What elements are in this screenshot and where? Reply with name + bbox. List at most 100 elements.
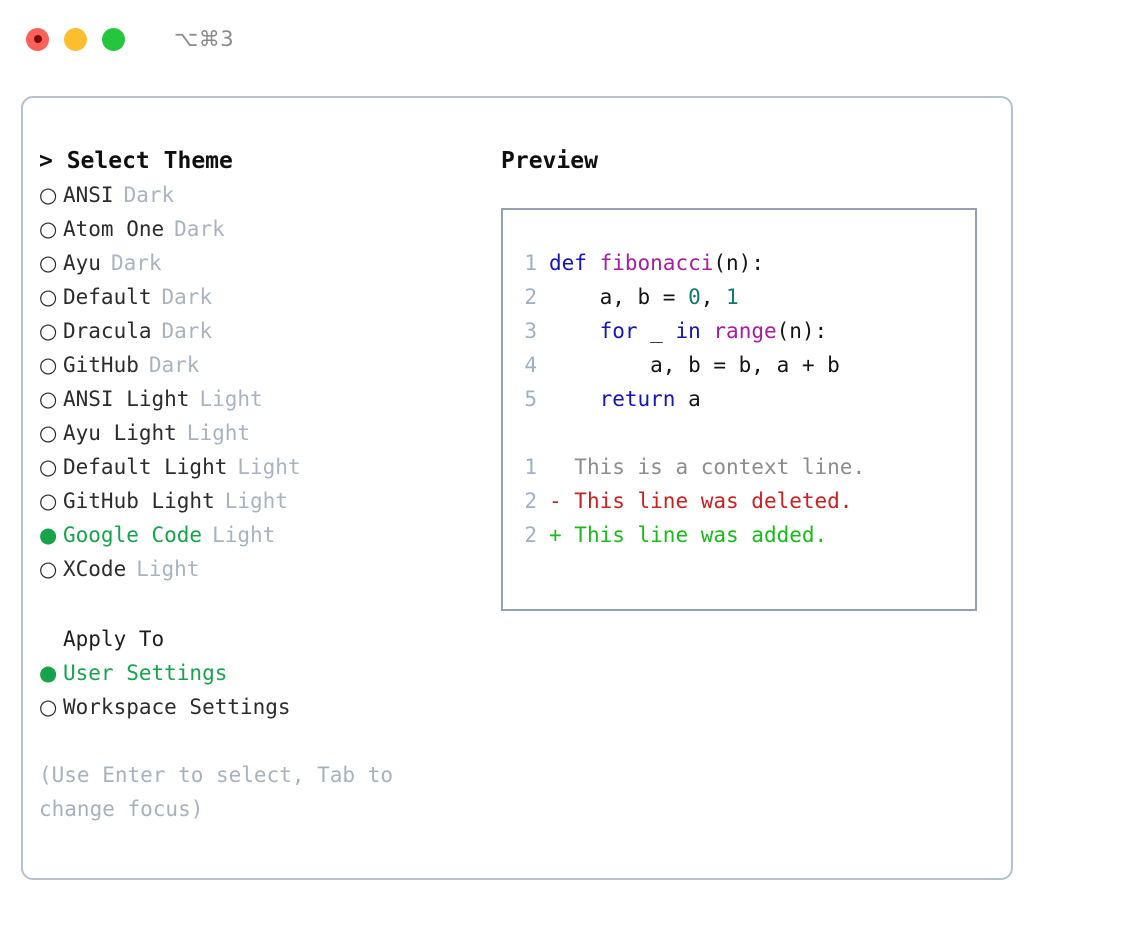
radio-unselected-icon[interactable]: ○ [39, 695, 58, 719]
theme-option-tag: Light [224, 489, 288, 513]
close-button[interactable] [26, 27, 49, 51]
keyboard-shortcut-label: ⌥⌘3 [174, 27, 235, 51]
theme-option-default-light[interactable]: ○Default Light Light [39, 450, 484, 484]
apply-to-option-label: User Settings [63, 661, 228, 685]
theme-option-tag: Dark [110, 251, 162, 275]
theme-option-tag: Light [237, 455, 301, 479]
code-token-num: 1 [726, 285, 739, 309]
theme-option-label: XCode [63, 557, 127, 581]
maximize-button[interactable] [102, 27, 125, 51]
theme-option-tag: Dark [123, 183, 175, 207]
diff-marker: + [549, 523, 575, 547]
preview-spacer [503, 416, 975, 450]
code-line: 5 return a [503, 382, 975, 416]
code-token-pl: _ [637, 319, 676, 343]
keyboard-hint-text: (Use Enter to select, Tab to change focu… [39, 763, 406, 821]
code-token-pl: a, b = [549, 285, 689, 309]
code-token-pl: a [675, 387, 701, 411]
code-token-fn: range [713, 319, 777, 343]
select-theme-heading: > Select Theme [39, 148, 233, 174]
theme-option-label: Default [63, 285, 152, 309]
radio-unselected-icon[interactable]: ○ [39, 489, 58, 513]
minimize-button[interactable] [64, 27, 87, 51]
title-bar: ⌥⌘3 [0, 0, 1140, 78]
code-line-text: def fibonacci(n): [549, 246, 764, 280]
code-token-pl [587, 251, 600, 275]
code-line-text: for _ in range(n): [549, 314, 828, 348]
line-number: 2 [524, 285, 537, 309]
diff-line-text: This line was added. [574, 523, 828, 547]
radio-unselected-icon[interactable]: ○ [39, 183, 58, 207]
diff-sample-block: 1 This is a context line.2- This line wa… [503, 450, 975, 552]
code-token-pl [549, 319, 600, 343]
radio-unselected-icon[interactable]: ○ [39, 421, 58, 445]
apply-to-option-list: ●User Settings○Workspace Settings [39, 656, 484, 724]
preview-heading: Preview [501, 148, 598, 174]
theme-option-tag: Dark [161, 319, 213, 343]
radio-unselected-icon[interactable]: ○ [39, 455, 58, 479]
code-token-pl [549, 387, 600, 411]
code-line: 2 a, b = 0, 1 [503, 280, 975, 314]
code-token-kw: for [599, 319, 638, 343]
code-token-pl: a, b = b, a + b [549, 353, 840, 377]
code-token-pl [701, 319, 714, 343]
code-line: 3 for _ in range(n): [503, 314, 975, 348]
line-number: 1 [524, 251, 537, 275]
radio-unselected-icon[interactable]: ○ [39, 387, 58, 411]
apply-to-heading: Apply To [63, 627, 165, 651]
radio-unselected-icon[interactable]: ○ [39, 217, 58, 241]
theme-option-tag: Dark [161, 285, 213, 309]
line-number: 5 [524, 387, 537, 411]
apply-to-option-workspace-settings[interactable]: ○Workspace Settings [39, 690, 484, 724]
diff-line-text: This is a context line. [574, 455, 866, 479]
diff-marker [549, 450, 574, 484]
radio-unselected-icon[interactable]: ○ [39, 251, 58, 275]
theme-option-label: Ayu Light [63, 421, 177, 445]
theme-option-tag: Dark [174, 217, 225, 241]
line-number: 1 [524, 455, 537, 479]
theme-option-ansi-light[interactable]: ○ANSI Light Light [39, 382, 484, 416]
code-line: 1 def fibonacci(n): [503, 246, 975, 280]
code-token-fn: fibonacci [599, 251, 714, 275]
theme-option-tag: Light [199, 387, 263, 411]
radio-selected-icon[interactable]: ● [39, 661, 58, 685]
theme-option-default[interactable]: ○Default Dark [39, 280, 484, 314]
diff-line: 1 This is a context line. [503, 450, 975, 484]
diff-line: 2- This line was deleted. [503, 484, 975, 518]
radio-unselected-icon[interactable]: ○ [39, 285, 58, 309]
theme-option-label: Ayu [63, 251, 101, 275]
apply-to-option-user-settings[interactable]: ●User Settings [39, 656, 484, 690]
code-line-text: a, b = b, a + b [549, 348, 840, 382]
radio-unselected-icon[interactable]: ○ [39, 353, 58, 377]
code-token-num: 0 [688, 285, 701, 309]
theme-option-xcode[interactable]: ○XCode Light [39, 552, 484, 586]
theme-option-label: Default Light [63, 455, 228, 479]
theme-option-dracula[interactable]: ○Dracula Dark [39, 314, 484, 348]
traffic-light-controls [26, 27, 125, 51]
code-token-pl: (n): [776, 319, 828, 343]
code-token-kw: def [549, 251, 587, 275]
theme-option-ansi[interactable]: ○ANSI Dark [39, 178, 484, 212]
theme-option-label: ANSI Light [63, 387, 190, 411]
code-token-pl: (n): [713, 251, 764, 275]
theme-option-github-light[interactable]: ○GitHub Light Light [39, 484, 484, 518]
theme-option-tag: Light [136, 557, 200, 581]
radio-unselected-icon[interactable]: ○ [39, 319, 58, 343]
theme-option-label: ANSI [63, 183, 114, 207]
line-number: 3 [524, 319, 537, 343]
radio-unselected-icon[interactable]: ○ [39, 557, 58, 581]
apply-to-option-label: Workspace Settings [63, 695, 291, 719]
theme-option-label: Dracula [63, 319, 152, 343]
radio-selected-icon[interactable]: ● [39, 523, 58, 547]
theme-option-label: GitHub Light [63, 489, 215, 513]
theme-option-ayu[interactable]: ○Ayu Dark [39, 246, 484, 280]
